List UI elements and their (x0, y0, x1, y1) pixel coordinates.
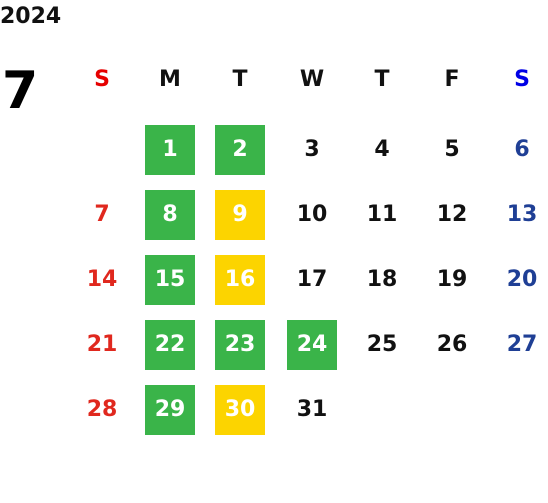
day-cell-15[interactable]: 15 (145, 255, 195, 305)
day-cell-30[interactable]: 30 (215, 385, 265, 435)
day-cell-13[interactable]: 13 (506, 202, 538, 227)
year-label: 2024 (0, 4, 62, 29)
day-cell-11[interactable]: 11 (366, 202, 398, 227)
weekday-sun: S (94, 67, 110, 92)
day-cell-5[interactable]: 5 (444, 137, 460, 162)
day-cell-9[interactable]: 9 (215, 190, 265, 240)
day-cell-7[interactable]: 7 (94, 202, 110, 227)
day-cell-19[interactable]: 19 (436, 267, 468, 292)
day-cell-21[interactable]: 21 (86, 332, 118, 357)
day-cell-1[interactable]: 1 (145, 125, 195, 175)
day-cell-20[interactable]: 20 (506, 267, 538, 292)
day-cell-10[interactable]: 10 (296, 202, 328, 227)
day-cell-4[interactable]: 4 (374, 137, 390, 162)
day-cell-8[interactable]: 8 (145, 190, 195, 240)
day-cell-17[interactable]: 17 (296, 267, 328, 292)
day-cell-23[interactable]: 23 (215, 320, 265, 370)
day-cell-16[interactable]: 16 (215, 255, 265, 305)
weekday-tue: T (232, 67, 248, 92)
day-cell-6[interactable]: 6 (514, 137, 530, 162)
day-cell-26[interactable]: 26 (436, 332, 468, 357)
weekday-thu: T (374, 67, 390, 92)
weekday-mon: M (159, 67, 181, 92)
day-cell-24[interactable]: 24 (287, 320, 337, 370)
day-cell-31[interactable]: 31 (296, 397, 328, 422)
day-cell-12[interactable]: 12 (436, 202, 468, 227)
day-cell-2[interactable]: 2 (215, 125, 265, 175)
day-cell-18[interactable]: 18 (366, 267, 398, 292)
day-cell-27[interactable]: 27 (506, 332, 538, 357)
weekday-wed: W (299, 67, 325, 92)
day-cell-28[interactable]: 28 (86, 397, 118, 422)
day-cell-3[interactable]: 3 (304, 137, 320, 162)
day-cell-22[interactable]: 22 (145, 320, 195, 370)
weekday-fri: F (444, 67, 460, 92)
month-label: 7 (2, 61, 39, 121)
day-cell-25[interactable]: 25 (366, 332, 398, 357)
day-cell-14[interactable]: 14 (86, 267, 118, 292)
day-cell-29[interactable]: 29 (145, 385, 195, 435)
weekday-sat: S (514, 67, 530, 92)
